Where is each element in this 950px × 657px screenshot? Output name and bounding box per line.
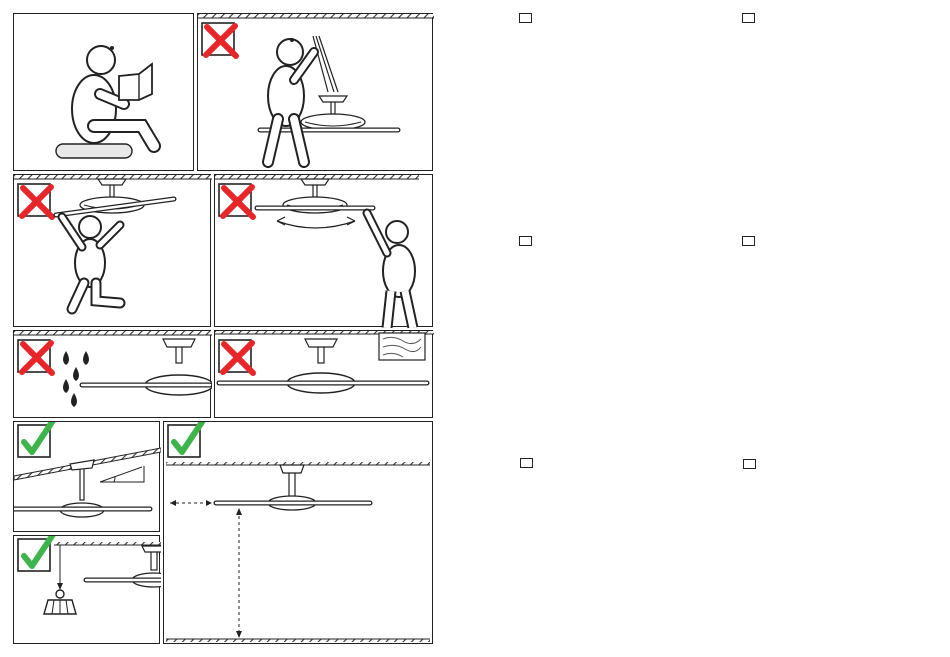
panel-do-not-mount-on-wood	[214, 330, 433, 418]
person-reaching-fan-illustration	[215, 175, 434, 328]
panel-do-not-hang-on-fan	[13, 174, 211, 327]
person-hanging-fan-illustration	[14, 175, 212, 328]
panel-clearance-distances	[163, 421, 433, 644]
checkbox-5[interactable]	[520, 458, 533, 468]
checkbox-3[interactable]	[519, 236, 532, 246]
panel-light-fixture	[13, 535, 160, 644]
cross-mark-icon	[202, 23, 236, 56]
checkbox-2[interactable]	[742, 13, 755, 23]
fan-water-illustration	[14, 331, 212, 419]
water-drop-icon	[63, 351, 89, 407]
checkbox-1[interactable]	[519, 13, 532, 23]
person-reading-illustration	[14, 14, 195, 172]
check-mark-icon	[168, 422, 204, 457]
light-fixture-icon	[44, 590, 76, 614]
fan-light-fixture-illustration	[14, 536, 161, 645]
panel-do-not-touch-blades	[214, 174, 433, 327]
cross-mark-icon	[18, 340, 52, 373]
panel-angled-ceiling	[13, 421, 160, 532]
fan-sloped-ceiling-illustration	[14, 422, 161, 533]
cross-mark-icon	[219, 340, 253, 373]
check-mark-icon	[18, 422, 54, 457]
person-holding-fan-illustration	[198, 14, 434, 172]
panel-read-instructions	[13, 13, 194, 171]
fan-clearance-illustration	[164, 422, 434, 645]
checkbox-4[interactable]	[742, 236, 755, 246]
panel-avoid-moisture	[13, 330, 211, 418]
checkbox-6[interactable]	[743, 459, 756, 469]
fan-wood-beam-illustration	[215, 331, 434, 419]
cross-mark-icon	[219, 184, 253, 217]
check-mark-icon	[18, 536, 54, 571]
ceiling-fan-icon	[301, 96, 365, 130]
panel-do-not-hang-by-wires	[197, 13, 433, 171]
cross-mark-icon	[18, 184, 52, 217]
